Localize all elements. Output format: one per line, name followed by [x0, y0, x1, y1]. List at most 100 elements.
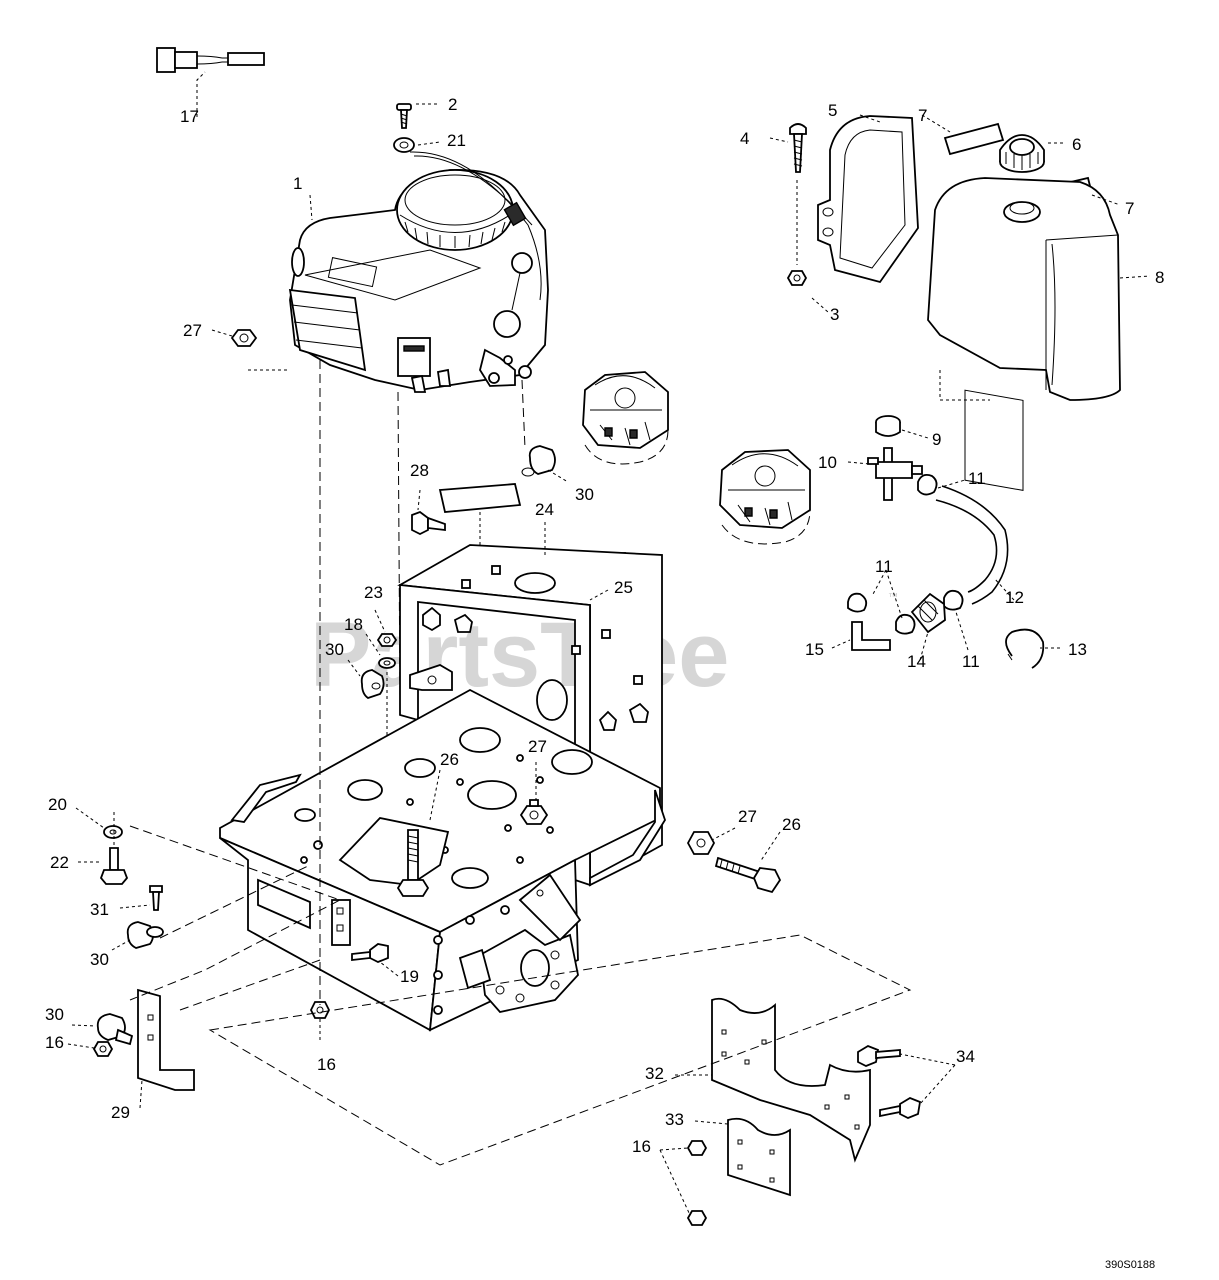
- base-frame: [219, 688, 666, 1032]
- part-5-bracket: [817, 115, 919, 284]
- callout-9: 9: [932, 430, 941, 449]
- part-30-clip-mid: [360, 669, 385, 699]
- part-11-clamp-upper: [917, 473, 938, 496]
- part-4-screw: [789, 123, 807, 173]
- callout-3: 3: [830, 305, 839, 324]
- callout-2: 2: [448, 95, 457, 114]
- callout-13: 13: [1068, 640, 1087, 659]
- part-19-bolt: [351, 943, 389, 963]
- part-26-bolt-vertical: [396, 829, 430, 897]
- part-26-bolt-horizontal: [714, 856, 782, 894]
- drawing-code: 390S0188: [1105, 1259, 1155, 1271]
- part-16-nut-bottom: [686, 1140, 708, 1226]
- callout-17: 17: [180, 107, 199, 126]
- callout-20: 20: [48, 795, 67, 814]
- callout-14: 14: [907, 652, 926, 671]
- callout-25: 25: [614, 578, 633, 597]
- callout-26-inner: 26: [440, 750, 459, 769]
- part-23-nut: [376, 633, 398, 647]
- callout-19: 19: [400, 967, 419, 986]
- part-16-nut-center: [309, 1001, 331, 1019]
- part-8-fuel-tank: [927, 177, 1121, 491]
- part-32-bracket: [711, 997, 871, 1163]
- part-11-clamp-lower-right: [943, 589, 964, 611]
- part-33-bracket: [727, 1117, 791, 1197]
- bracket-tab: [409, 664, 453, 691]
- part-21-washer: [393, 137, 415, 153]
- callout-10: 10: [818, 453, 837, 472]
- callout-7-right: 7: [1125, 199, 1134, 218]
- part-27-nut-left: [230, 329, 258, 347]
- callout-16-bottom: 16: [632, 1137, 651, 1156]
- callout-22: 22: [50, 853, 69, 872]
- callout-12: 12: [1005, 588, 1024, 607]
- callout-33: 33: [665, 1110, 684, 1129]
- callout-11-lower: 11: [962, 652, 980, 671]
- part-7-label-left: [943, 122, 1005, 156]
- callout-4: 4: [740, 129, 749, 148]
- part-2-screw: [396, 103, 412, 129]
- part-16-nut-left: [92, 1041, 114, 1057]
- callout-27-right: 27: [738, 807, 757, 826]
- callout-1: 1: [293, 174, 302, 193]
- part-1-engine: [288, 151, 549, 393]
- callout-7-left: 7: [918, 106, 927, 125]
- carburetor-illustration-upper: [582, 371, 669, 465]
- callout-30-mid: 30: [325, 640, 344, 659]
- callout-23: 23: [364, 583, 383, 602]
- callout-18: 18: [344, 615, 363, 634]
- part-34-bolt-upper: [857, 1044, 901, 1067]
- callout-27-left: 27: [183, 321, 202, 340]
- callout-11-upper: 11: [968, 469, 986, 488]
- part-29-bracket: [137, 988, 195, 1091]
- callout-15: 15: [805, 640, 824, 659]
- part-27-nut-right: [686, 831, 716, 855]
- callout-29: 29: [111, 1103, 130, 1122]
- callout-24: 24: [535, 500, 554, 519]
- callout-5: 5: [828, 101, 837, 120]
- callout-28: 28: [410, 461, 429, 480]
- part-13-clamp-ring: [1005, 628, 1045, 669]
- part-30-clip-bottom: [96, 1013, 134, 1046]
- part-14-filter: [910, 592, 946, 634]
- callout-31: 31: [90, 900, 109, 919]
- part-24-decal-upper: [438, 483, 522, 513]
- part-10-fuel-valve: [867, 447, 923, 501]
- callout-30-left: 30: [90, 950, 109, 969]
- callout-8: 8: [1155, 268, 1164, 287]
- part-11-clamp-lower-left: [895, 613, 916, 635]
- part-27-nut-mid: [519, 799, 549, 825]
- part-11-clamp-mid: [847, 592, 868, 613]
- callout-16-left: 16: [45, 1033, 64, 1052]
- part-31-screw: [149, 885, 163, 911]
- callout-32: 32: [645, 1064, 664, 1083]
- part-6-cap: [999, 134, 1045, 173]
- callout-30-bottom: 30: [45, 1005, 64, 1024]
- callout-27-mid: 27: [528, 737, 547, 756]
- carburetor-illustration-lower: [719, 449, 811, 545]
- part-30-clip-upper: [521, 445, 556, 477]
- part-34-bolt-lower: [879, 1096, 922, 1119]
- callout-34: 34: [956, 1047, 975, 1066]
- callout-16-center: 16: [317, 1055, 336, 1074]
- part-17-wire-connector: [156, 47, 265, 73]
- part-18-washer: [378, 657, 396, 669]
- part-28-bolt: [411, 510, 446, 536]
- part-15-elbow: [851, 621, 891, 651]
- part-30-clip-left: [126, 921, 164, 949]
- part-20-washer: [103, 825, 123, 839]
- callout-labels: 17 2 21 1 27 4 5 7 6 7 8 3 9 10 11 12 13…: [45, 95, 1164, 1156]
- part-12-fuel-hose: [935, 485, 1009, 605]
- part-3-nut: [786, 270, 808, 286]
- callout-30-upper: 30: [575, 485, 594, 504]
- callout-11-mid: 11: [875, 557, 893, 576]
- part-22-bolt: [99, 847, 129, 885]
- callout-21: 21: [447, 131, 466, 150]
- part-9-bushing: [875, 415, 901, 437]
- leader-lines: [67, 71, 1151, 1216]
- callout-6: 6: [1072, 135, 1081, 154]
- callout-26-outer: 26: [782, 815, 801, 834]
- watermark-trademark: ™: [888, 592, 898, 603]
